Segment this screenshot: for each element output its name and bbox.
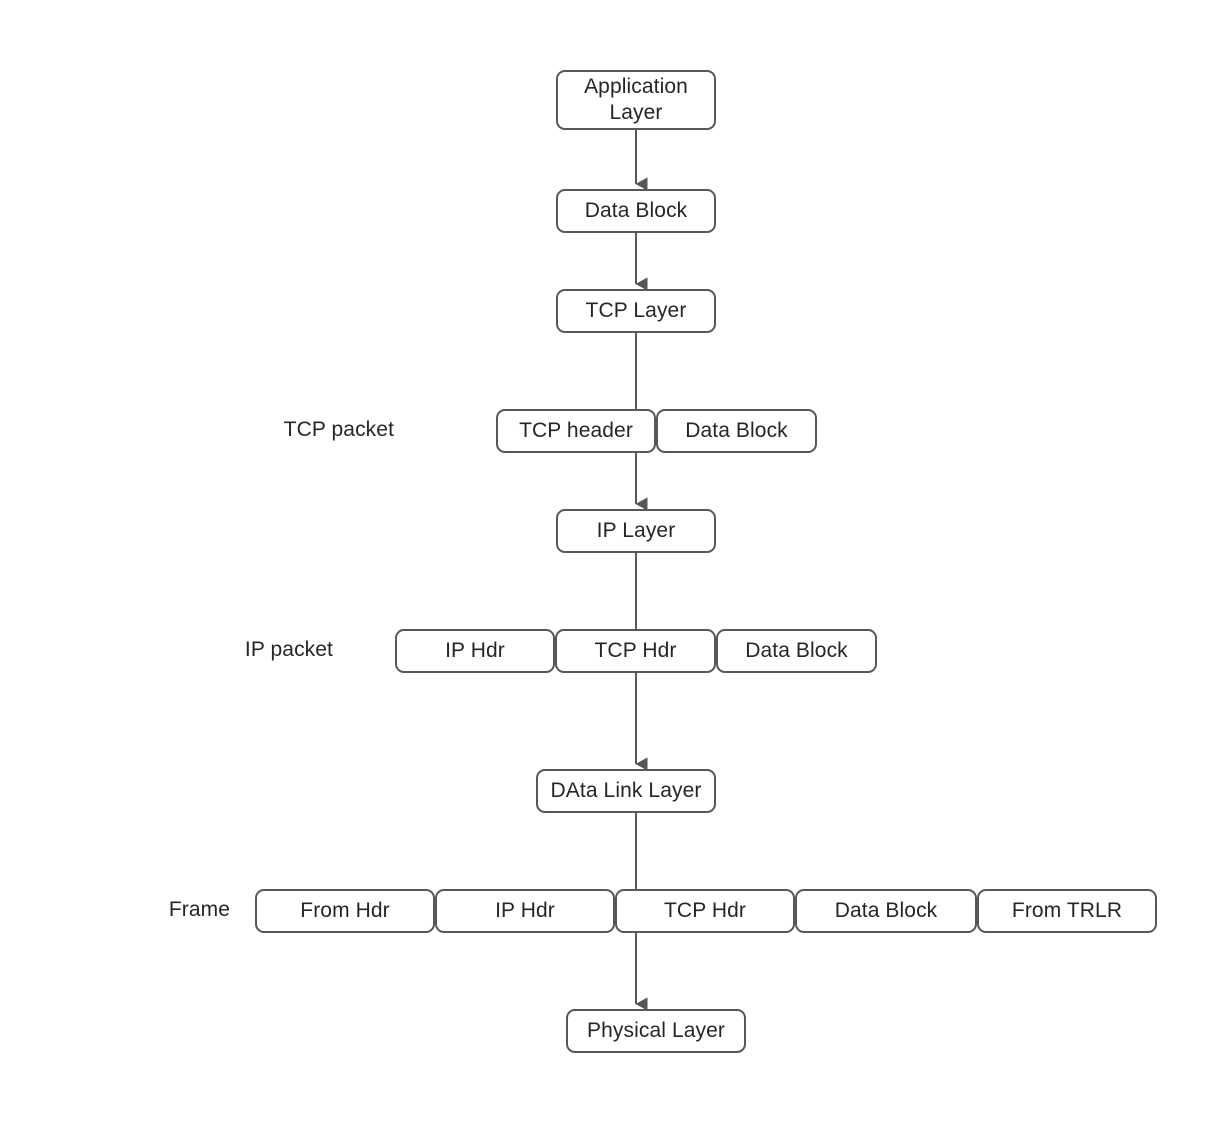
segment-ip-tcp-hdr[interactable]: TCP Hdr [555,629,716,673]
segment-ip-hdr[interactable]: IP Hdr [395,629,555,673]
application-layer-label-line2: Layer [609,101,663,124]
segment-frame-ip-hdr[interactable]: IP Hdr [435,889,615,933]
node-application-layer[interactable]: Application Layer [556,70,716,130]
segment-tcp-data-block[interactable]: Data Block [656,409,817,453]
segment-tcp-header[interactable]: TCP header [496,409,656,453]
row-label-frame: Frame [168,898,230,921]
row-label-ip-packet: IP packet [244,638,333,661]
row-label-tcp-packet: TCP packet [283,418,394,441]
segment-frame-tcp-hdr[interactable]: TCP Hdr [615,889,795,933]
application-layer-label-line1: Application [584,75,688,99]
segment-frame-data-block[interactable]: Data Block [795,889,977,933]
node-physical-layer[interactable]: Physical Layer [566,1009,746,1053]
node-ip-layer[interactable]: IP Layer [556,509,716,553]
segment-frame-from-trlr[interactable]: From TRLR [977,889,1157,933]
node-tcp-layer[interactable]: TCP Layer [556,289,716,333]
segment-ip-data-block[interactable]: Data Block [716,629,877,673]
node-data-link-layer[interactable]: DAta Link Layer [536,769,716,813]
node-data-block[interactable]: Data Block [556,189,716,233]
segment-frame-from-hdr[interactable]: From Hdr [255,889,435,933]
